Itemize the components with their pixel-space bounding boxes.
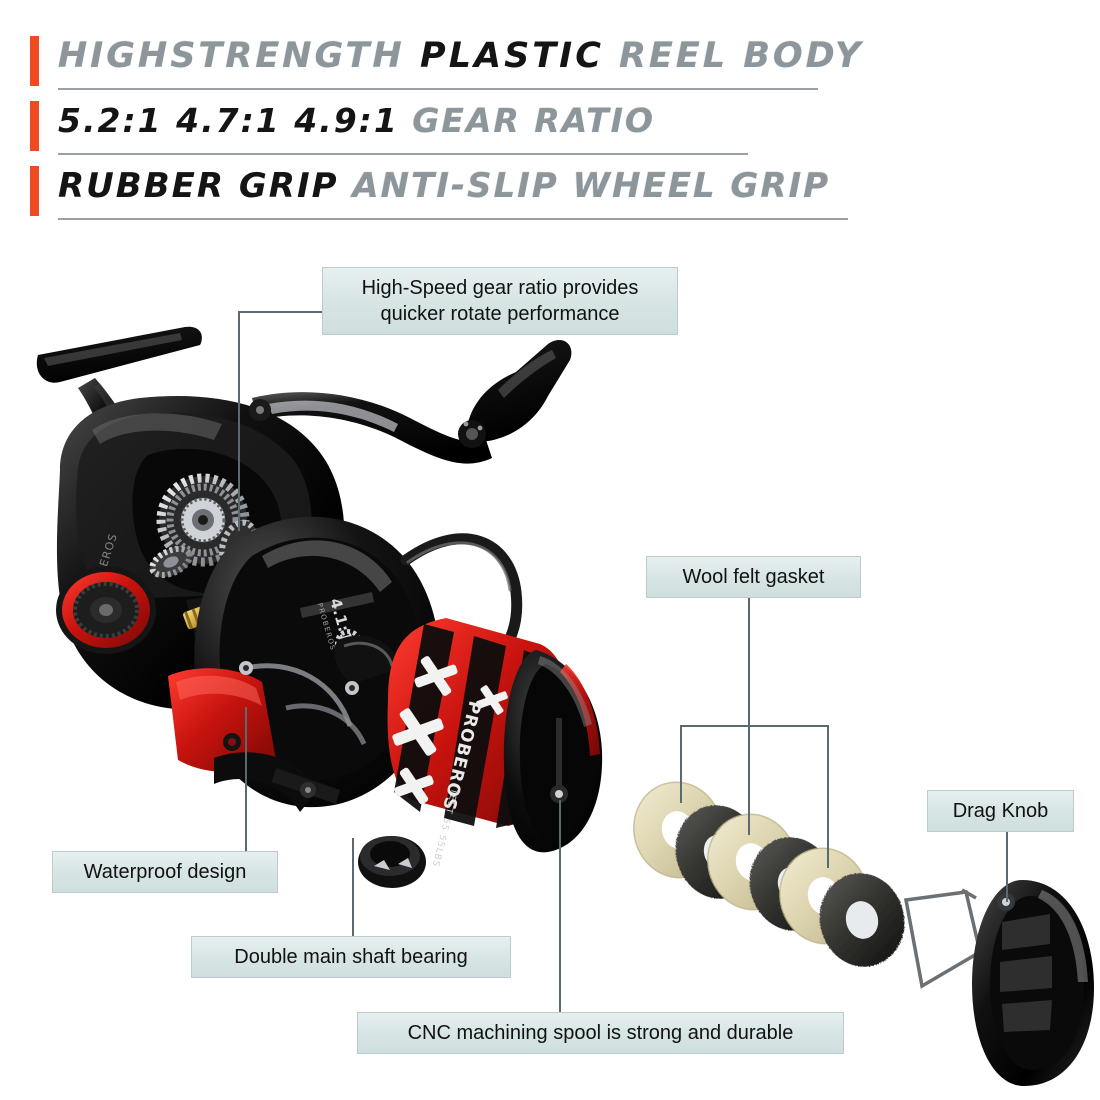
callout-waterproof-text: Waterproof design: [83, 861, 247, 883]
header-accent-bar-3: [30, 166, 39, 216]
header-line-3: RUBBER GRIP ANTI-SLIP WHEEL GRIP: [30, 160, 860, 222]
shaft-bearing-part: [358, 836, 426, 888]
callout-gear-ratio-line2: quicker rotate performance: [380, 303, 620, 325]
callout-wool-felt[interactable]: Wool felt gasket: [646, 556, 861, 598]
header-line-3-text: RUBBER GRIP ANTI-SLIP WHEEL GRIP: [58, 160, 830, 212]
leader-felt-drop-2: [748, 725, 750, 835]
drag-knob-grip-ridges: [1000, 914, 1052, 1032]
header-3-grey-suffix: ANTI-SLIP WHEEL GRIP: [338, 166, 831, 206]
callout-waterproof[interactable]: Waterproof design: [52, 851, 278, 893]
header-accent-bar-1: [30, 36, 39, 86]
leader-felt-crossbar: [680, 725, 828, 727]
header-2-dark: 5.2:1 4.7:1 4.9:1: [58, 101, 399, 140]
crank-handle: [249, 339, 572, 464]
leader-drag-knob-v: [1006, 830, 1008, 902]
header-1-grey-prefix: HIGHSTRENGTH: [58, 36, 421, 76]
header-rule-3: [58, 218, 848, 220]
drag-washer-dark-3: [819, 873, 905, 967]
leader-gear-ratio-v: [238, 311, 240, 531]
header-1-grey-suffix: REEL BODY: [603, 36, 864, 76]
header-accent-bar-2: [30, 101, 39, 151]
callout-spool-text: CNC machining spool is strong and durabl…: [407, 1022, 794, 1044]
callout-bearing[interactable]: Double main shaft bearing: [191, 936, 511, 978]
leader-felt-drop-3: [827, 725, 829, 868]
header-1-dark: PLASTIC: [420, 36, 604, 76]
callout-drag-knob-text: Drag Knob: [952, 800, 1049, 822]
header-line-1-text: HIGHSTRENGTH PLASTIC REEL BODY: [58, 30, 863, 82]
leader-waterproof-v: [245, 707, 247, 853]
callout-wool-felt-text: Wool felt gasket: [682, 566, 825, 588]
reel-foot: [168, 668, 340, 812]
spool-x-graphics: [392, 656, 508, 805]
leader-felt-drop-1: [680, 725, 682, 803]
callout-bearing-text: Double main shaft bearing: [234, 946, 468, 968]
leader-felt-trunk: [748, 592, 750, 726]
drag-washer-stack: [633, 781, 905, 967]
header-line-1: HIGHSTRENGTH PLASTIC REEL BODY: [30, 30, 860, 92]
header-line-2: 5.2:1 4.7:1 4.9:1 GEAR RATIO: [30, 95, 750, 157]
spool-assembly: PROBEROS TEST 55 55LBS: [387, 618, 603, 868]
callout-spool[interactable]: CNC machining spool is strong and durabl…: [357, 1012, 844, 1054]
header-line-2-text: 5.2:1 4.7:1 4.9:1 GEAR RATIO: [58, 95, 655, 147]
callout-gear-ratio[interactable]: High-Speed gear ratio provides quicker r…: [322, 267, 678, 335]
drag-knob-part: [972, 880, 1094, 1086]
leader-gear-ratio-h: [238, 311, 322, 313]
callout-gear-ratio-line1: High-Speed gear ratio provides: [361, 277, 639, 299]
drag-keeper-clip: [903, 888, 982, 989]
side-drag-knob: [56, 566, 156, 654]
bail-support-arm: [245, 663, 367, 746]
header-3-dark: RUBBER GRIP: [58, 166, 339, 206]
header-specs-block: HIGHSTRENGTH PLASTIC REEL BODY 5.2:1 4.7…: [0, 0, 1100, 240]
header-rule-1: [58, 88, 818, 90]
leader-bearing-v: [352, 838, 354, 938]
header-rule-2: [58, 153, 748, 155]
callout-drag-knob[interactable]: Drag Knob: [927, 790, 1074, 832]
leader-spool-v: [559, 800, 561, 1012]
header-2-grey-suffix: GEAR RATIO: [398, 101, 656, 140]
